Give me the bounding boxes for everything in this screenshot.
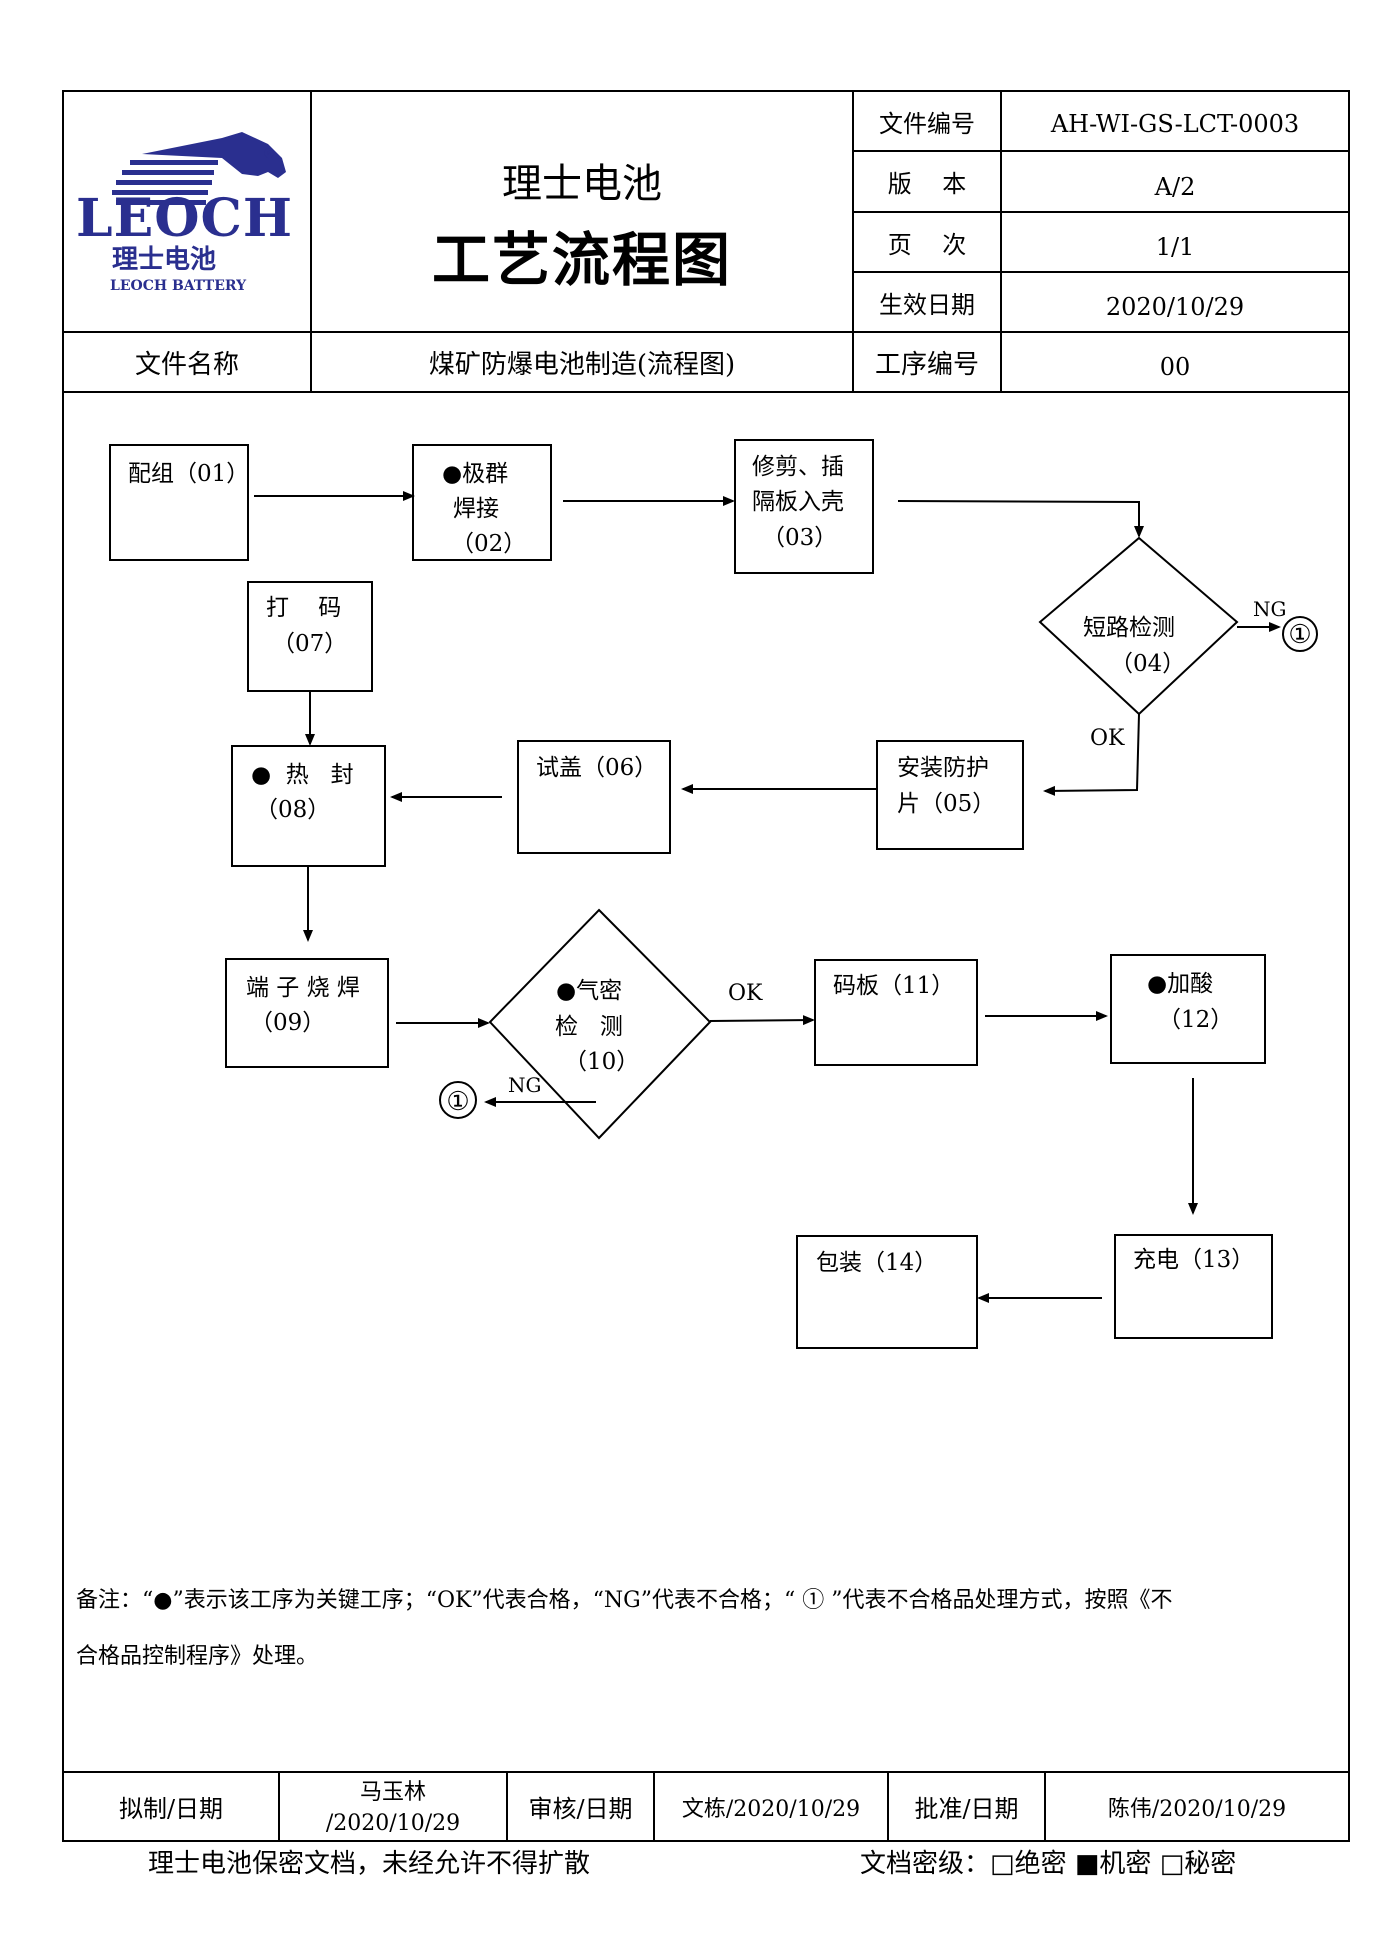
file-name-value: 煤矿防爆电池制造(流程图)	[428, 349, 736, 380]
note-line-2: 合格品控制程序》处理。	[76, 1644, 319, 1669]
arrow-03-04	[897, 500, 1144, 538]
level-secret: □秘密	[1159, 1849, 1237, 1879]
node-12-line2: （12）	[1158, 1007, 1233, 1033]
level-confidential: ■机密	[1074, 1849, 1152, 1879]
node-09-line2: （09）	[250, 1010, 325, 1036]
node-06-line1: 试盖（06）	[536, 755, 657, 781]
ng-handling-circle-10	[439, 1081, 477, 1119]
company-name: 理士电池	[502, 161, 662, 207]
note-line-1: 备注：“●”表示该工序为关键工序；“OK”代表合格，“NG”代表不合格；“ ① …	[76, 1588, 1173, 1613]
node-box-09	[225, 958, 389, 1068]
node-02-line2: 焊接	[453, 496, 499, 522]
node-11-line1: 码板（11）	[833, 973, 954, 999]
node-05-line2: 片（05）	[897, 791, 995, 817]
approved-label: 批准/日期	[914, 1795, 1019, 1823]
field-value-doc-no: AH-WI-GS-LCT-0003	[1050, 110, 1300, 138]
node-box-03	[734, 439, 874, 574]
drafted-date: /2020/10/29	[325, 1810, 461, 1836]
node-14-line1: 包装（14）	[816, 1250, 937, 1276]
ok-label-10: OK	[728, 981, 763, 1006]
node-04-line2: （04）	[1110, 651, 1185, 677]
security-level: 文档密级：□绝密 ■机密 □秘密	[860, 1843, 1236, 1880]
node-box-06	[517, 740, 671, 854]
node-box-12	[1110, 954, 1266, 1064]
ng-circle-label-10: ①	[446, 1087, 469, 1117]
node-04-line1: 短路检测	[1083, 615, 1175, 641]
company-logo: ® LEOCH 理士电池 LEOCH BATTERY	[72, 118, 302, 308]
node-03-line3: （03）	[762, 525, 837, 551]
confidential-notice: 理士电池保密文档，未经允许不得扩散	[148, 1849, 591, 1879]
node-03-line1: 修剪、插	[752, 454, 844, 480]
arrow-10-11	[709, 1015, 815, 1026]
node-diamond-10	[488, 908, 712, 1140]
arrow-04-05	[1043, 713, 1140, 796]
field-value-version: A/2	[1154, 172, 1196, 201]
file-name-label: 文件名称	[134, 349, 239, 380]
logo-cn-name: 理士电池	[112, 245, 216, 275]
node-03-line2: 隔板入壳	[752, 489, 844, 515]
ng-handling-circle-04	[1282, 616, 1318, 652]
node-10-line1: ●气密	[556, 978, 622, 1004]
drafted-label: 拟制/日期	[118, 1795, 224, 1823]
node-box-14	[796, 1235, 978, 1349]
registered-mark: ®	[262, 146, 276, 162]
drafted-name: 马玉林	[359, 1780, 426, 1805]
ng-label-04: NG	[1253, 597, 1286, 621]
node-08-line2: （08）	[255, 797, 330, 823]
process-no-label: 工序编号	[874, 349, 979, 380]
ng-circle-label-04: ①	[1288, 620, 1311, 650]
node-10-line2: 检 测	[555, 1014, 623, 1040]
node-07-line1: 打 码	[266, 595, 341, 621]
node-08-line1: ● 热 封	[251, 762, 354, 788]
document-title: 工艺流程图	[431, 226, 732, 294]
level-top-secret: □绝密	[990, 1849, 1067, 1879]
logo-en-name: LEOCH BATTERY	[110, 278, 247, 294]
field-label-version: 版 本	[887, 170, 967, 198]
node-box-05	[876, 740, 1024, 850]
field-value-page: 1/1	[1155, 233, 1195, 261]
node-box-13	[1114, 1234, 1273, 1339]
node-12-line1: ●加酸	[1147, 971, 1213, 997]
node-13-line1: 充电（13）	[1133, 1247, 1254, 1273]
node-10-line3: （10）	[564, 1049, 639, 1075]
node-02-line1: ●极群	[442, 461, 508, 487]
node-02-line3: （02）	[451, 531, 526, 557]
node-box-11	[814, 959, 978, 1066]
field-value-effective-date: 2020/10/29	[1105, 293, 1245, 321]
reviewed-value: 文栋/2020/10/29	[681, 1796, 861, 1822]
ok-label-04: OK	[1090, 726, 1125, 751]
reviewed-label: 审核/日期	[528, 1795, 633, 1823]
node-07-line2: （07）	[272, 631, 347, 657]
approved-value: 陈伟/2020/10/29	[1107, 1796, 1287, 1822]
node-01-line1: 配组（01）	[128, 461, 249, 487]
node-box-01	[109, 444, 249, 561]
node-05-line1: 安装防护	[897, 755, 989, 781]
field-label-effective-date: 生效日期	[879, 290, 975, 319]
logo-brand: LEOCH	[76, 188, 293, 249]
ng-label-10: NG	[508, 1073, 541, 1097]
security-level-label: 文档密级：	[860, 1849, 991, 1879]
node-09-line1: 端 子 烧 焊	[246, 975, 360, 1001]
field-label-page: 页 次	[887, 230, 967, 259]
node-box-02	[412, 444, 552, 561]
field-label-doc-no: 文件编号	[879, 109, 975, 138]
process-no-value: 00	[1159, 353, 1191, 381]
